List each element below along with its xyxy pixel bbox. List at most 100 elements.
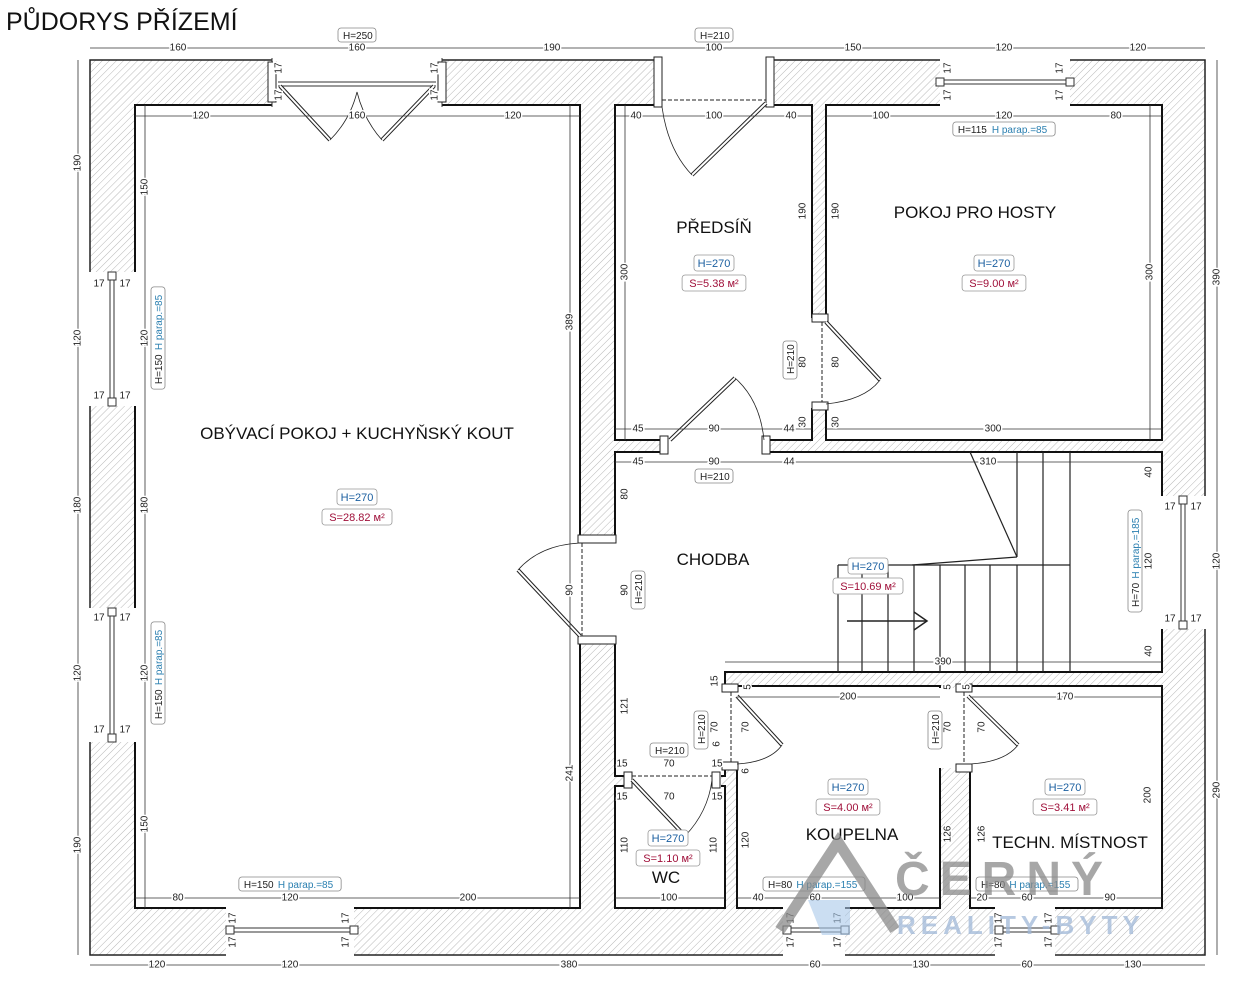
dimension-label: 30: [831, 416, 842, 428]
window-dimension-label: 17: [786, 936, 797, 948]
room-name-corridor: CHODBA: [677, 550, 750, 569]
door-bathroom[interactable]: [721, 683, 784, 771]
door-living-double[interactable]: [267, 61, 447, 142]
window-dimension-label: 17: [341, 912, 352, 924]
dimension-label: 200: [460, 893, 477, 904]
room-labels: OBÝVACÍ POKOJ + KUCHYŇSKÝ KOUT PŘEDSÍŇ P…: [200, 203, 1148, 887]
dimension-label: 290: [1212, 781, 1223, 798]
room-area: S=3.41 м²: [1040, 802, 1090, 814]
room-guest[interactable]: [825, 104, 1163, 441]
room-height: H=270: [978, 258, 1011, 270]
dimension-label: 200: [840, 692, 857, 703]
room-height: H=270: [652, 833, 685, 845]
dimension-label: 80: [798, 356, 809, 368]
tag-height: H=150: [154, 689, 165, 719]
dimension-label: 180: [73, 496, 84, 513]
window-dimension-label: 17: [1055, 89, 1066, 101]
window-glazing: [107, 58, 1188, 935]
dimension-label: 90: [1104, 893, 1116, 904]
window-dimension-label: 17: [119, 391, 131, 402]
tag-height: H=70: [1131, 582, 1142, 607]
dimension-label: 40: [785, 111, 797, 122]
dimension-label: 300: [1145, 263, 1156, 280]
dimension-label: 44: [783, 457, 795, 468]
window-dimension-label: 17: [93, 725, 105, 736]
dimension-label: 130: [1125, 960, 1142, 971]
window-dimension-label: 17: [119, 279, 131, 290]
room-name-guest: POKOJ PRO HOSTY: [894, 203, 1056, 222]
dimension-label: 300: [620, 263, 631, 280]
room-bath[interactable]: [736, 685, 941, 909]
window-dimension-label: 17: [833, 936, 844, 948]
tag-height: H=210: [931, 714, 942, 744]
tag-height: H=150: [154, 354, 165, 384]
dimension-label: 120: [282, 893, 299, 904]
dimension-label: 70: [663, 792, 675, 803]
dimension-label: 44: [783, 424, 795, 435]
dimension-label: 40: [1144, 645, 1155, 657]
dimension-label: 150: [845, 43, 862, 54]
room-tech[interactable]: [969, 685, 1163, 909]
dimension-label: 110: [709, 837, 720, 853]
dimension-label: 126: [977, 825, 988, 842]
room-name-wc: WC: [652, 868, 680, 887]
dimension-label: 45: [632, 424, 644, 435]
tag-height: H=210: [634, 574, 645, 604]
dimension-label: 126: [943, 825, 954, 842]
dimension-label: 121: [620, 697, 631, 714]
room-area: S=4.00 м²: [823, 802, 873, 814]
tag-parapet: H parap.=85: [278, 880, 334, 891]
tag-parapet: H parap.=155: [796, 880, 857, 891]
dimension-label: 389: [565, 313, 576, 330]
window-dimension-label: 17: [430, 89, 441, 101]
room-height: H=270: [1049, 782, 1082, 794]
height-tag: H=210: [630, 570, 646, 610]
room-living[interactable]: [134, 104, 581, 909]
dimension-label: 160: [349, 111, 366, 122]
room-area: S=9.00 м²: [969, 278, 1019, 290]
door-wc[interactable]: [623, 771, 721, 838]
plan-title: PŮDORYS PŘÍZEMÍ: [6, 8, 238, 36]
dimension-label: 6: [712, 741, 723, 747]
door-tech-room[interactable]: [955, 683, 1020, 773]
dimension-label: 15: [711, 792, 723, 803]
room-name-living: OBÝVACÍ POKOJ + KUCHYŇSKÝ KOUT: [200, 424, 514, 443]
room-name-tech: TECHN. MÍSTNOST: [992, 833, 1148, 852]
dimension-label: 190: [798, 202, 809, 219]
window-dimension-label: 17: [1055, 62, 1066, 74]
dimension-label: 120: [149, 960, 166, 971]
room-name-hall: PŘEDSÍŇ: [676, 218, 752, 237]
door-guest-room[interactable]: [811, 313, 882, 411]
dimension-label: 60: [1021, 960, 1033, 971]
dimension-label: 120: [996, 43, 1013, 54]
room-area: S=5.38 м²: [689, 278, 739, 290]
dimension-label: 120: [1212, 552, 1223, 569]
dimension-label: 40: [630, 111, 642, 122]
logo-house-icon: [775, 831, 900, 934]
dimension-label: 5: [943, 684, 954, 690]
dimension-label: 120: [73, 329, 84, 346]
window-dimension-label: 17: [228, 912, 239, 924]
dimension-label: 80: [620, 488, 631, 500]
door-hall-corridor[interactable]: [659, 376, 771, 455]
dimension-label: 120: [282, 960, 299, 971]
dimension-label: 100: [897, 893, 914, 904]
dimension-label: 390: [1212, 268, 1223, 285]
room-height: H=270: [341, 492, 374, 504]
room-area: S=1.10 м²: [643, 853, 693, 865]
window-dimension-label: 17: [274, 62, 285, 74]
dimension-label: 190: [831, 202, 842, 219]
dimension-label: 170: [1057, 692, 1074, 703]
window-dimension-label: 17: [994, 912, 1005, 924]
dimension-label: 100: [661, 893, 678, 904]
dimension-label: 120: [140, 664, 151, 681]
window-dimension-label: 17: [1044, 936, 1055, 948]
dimension-label: 15: [710, 675, 721, 687]
dimension-label: 120: [505, 111, 522, 122]
door-entrance[interactable]: [653, 56, 775, 177]
